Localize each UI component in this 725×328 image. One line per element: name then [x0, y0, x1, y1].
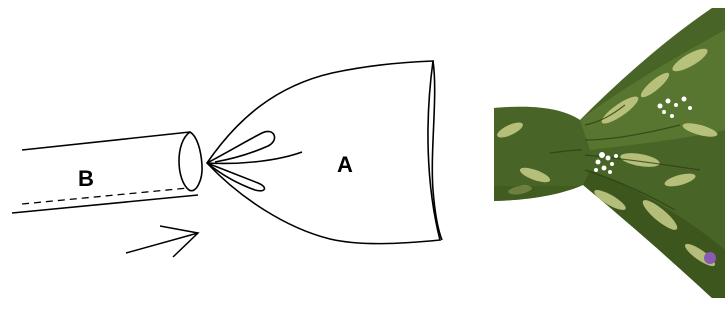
- purple-accent: [704, 252, 716, 264]
- bag-a-upper-pleat: [207, 131, 275, 163]
- bag-a: [207, 61, 442, 244]
- bag-a-lower-pleat: [207, 163, 264, 191]
- label-b: B: [78, 166, 94, 191]
- tube-b-bottom-edge: [12, 195, 198, 213]
- bag-a-outline: [207, 61, 440, 244]
- direction-arrow: [126, 226, 198, 257]
- bag-a-middle-pleat: [207, 152, 302, 163]
- tube-b-top-edge: [22, 132, 190, 150]
- label-a: A: [337, 152, 353, 177]
- tube-b: [12, 132, 202, 213]
- tube-b-stitch-line: [22, 188, 188, 204]
- fabric-photo: [494, 0, 725, 328]
- tube-b-open-end: [179, 132, 202, 191]
